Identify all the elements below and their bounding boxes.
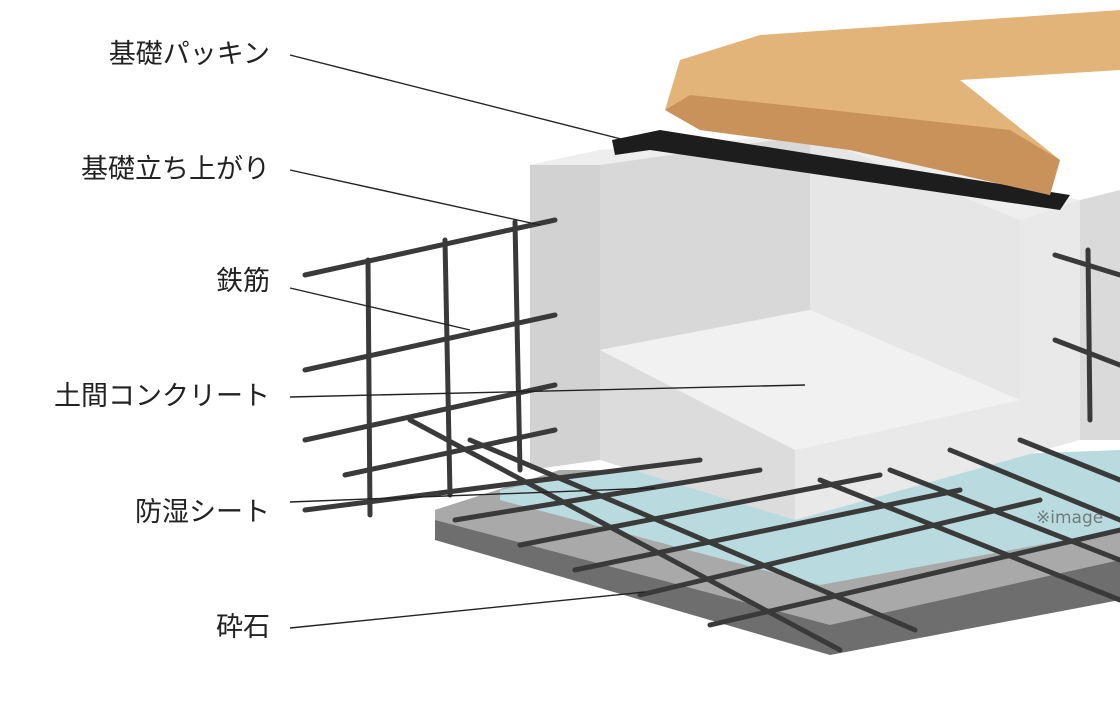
slab-front (600, 350, 795, 520)
leader-packing (289, 54, 626, 141)
foundation-riser (530, 150, 600, 470)
wood-sill-front (665, 95, 1060, 195)
label-foundation-packing: 基礎パッキン (108, 39, 270, 70)
rebar-mesh (302, 217, 1120, 653)
leader-rebar (289, 287, 471, 331)
moisture-sheet (500, 450, 1120, 585)
leader-slab (289, 384, 806, 398)
slab-concrete (600, 310, 1020, 450)
foundation-inner-wall-right (810, 135, 1020, 400)
label-moisture-sheet: 防湿シート (135, 497, 270, 528)
label-slab-concrete: 土間コンクリート (54, 381, 270, 412)
label-foundation-riser: 基礎立ち上がり (81, 154, 270, 185)
foundation-packing (612, 130, 1070, 210)
foundation-inner-wall (600, 135, 810, 350)
leader-sheet (289, 487, 656, 503)
riser-front-right (795, 200, 1080, 520)
image-watermark: ※image (1036, 508, 1104, 528)
leader-riser (289, 169, 541, 226)
leader-gravel (289, 591, 646, 629)
label-gravel: 砕石 (216, 612, 270, 643)
label-rebar: 鉄筋 (216, 266, 270, 297)
foundation-right (1080, 190, 1120, 440)
